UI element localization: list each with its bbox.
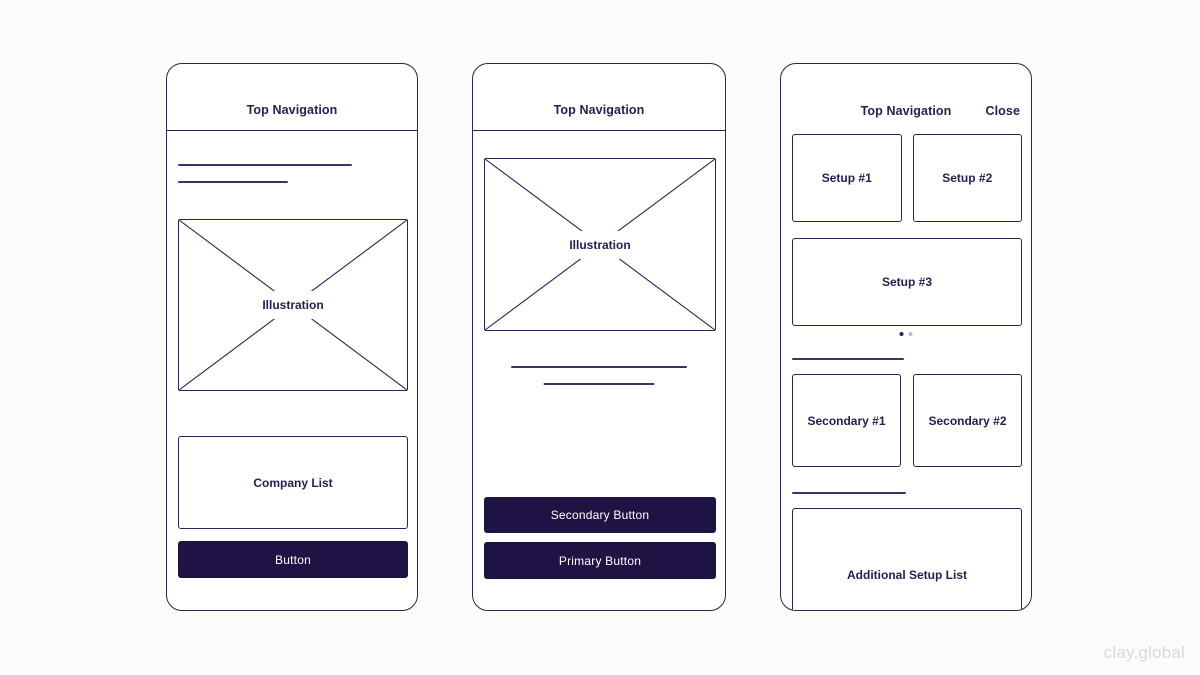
additional-setup-list-label: Additional Setup List	[847, 568, 967, 582]
setup-card-1-label: Setup #1	[821, 171, 872, 185]
text-placeholder-line	[511, 366, 687, 368]
phone-frame-middle: Top Navigation Illustration Secondary Bu…	[472, 63, 726, 611]
nav-title: Top Navigation	[860, 104, 952, 118]
company-list-label: Company List	[253, 475, 333, 490]
phone-frame-left: Top Navigation Illustration Company List…	[166, 63, 418, 611]
secondary-button[interactable]: Secondary Button	[484, 497, 716, 533]
text-placeholder-line	[178, 181, 288, 183]
carousel-dot-inactive[interactable]	[908, 332, 913, 336]
close-button[interactable]: Close	[985, 104, 1020, 118]
setup-card-3-label: Setup #3	[881, 275, 932, 289]
setup-card-2[interactable]: Setup #2	[912, 134, 1022, 222]
primary-button[interactable]: Primary Button	[484, 542, 716, 579]
phone-frame-right: Top Navigation Close Setup #1 Setup #2 S…	[780, 63, 1032, 611]
setup-card-3[interactable]: Setup #3	[792, 238, 1022, 326]
secondary-card-2-label: Secondary #2	[928, 413, 1007, 428]
nav-title: Top Navigation	[553, 103, 645, 117]
illustration-label: Illustration	[250, 291, 336, 319]
text-placeholder-line	[178, 164, 352, 166]
secondary-card-row: Secondary #1 Secondary #2	[792, 374, 1022, 467]
additional-setup-list-card[interactable]: Additional Setup List	[792, 508, 1022, 610]
secondary-card-1-label: Secondary #1	[807, 413, 886, 428]
secondary-card-2[interactable]: Secondary #2	[913, 374, 1022, 467]
text-placeholder-line	[543, 383, 655, 385]
nav-title: Top Navigation	[246, 103, 338, 117]
clay-global-watermark: clay.global	[1103, 643, 1185, 662]
top-navigation-bar: Top Navigation	[473, 64, 725, 131]
top-navigation-bar: Top Navigation	[167, 64, 417, 131]
setup-card-2-label: Setup #2	[942, 171, 993, 185]
setup-card-row: Setup #1 Setup #2	[792, 134, 1022, 222]
top-navigation-bar: Top Navigation Close	[781, 64, 1031, 131]
illustration-placeholder: Illustration	[484, 158, 716, 331]
section-title-placeholder-line	[792, 492, 906, 494]
illustration-placeholder: Illustration	[178, 219, 408, 391]
section-title-placeholder-line	[792, 358, 904, 360]
illustration-label: Illustration	[557, 230, 643, 259]
setup-card-1[interactable]: Setup #1	[792, 134, 902, 222]
carousel-pagination	[899, 332, 913, 336]
company-list-card[interactable]: Company List	[178, 436, 408, 529]
button[interactable]: Button	[178, 541, 408, 578]
carousel-dot-active[interactable]	[899, 332, 904, 336]
secondary-card-1[interactable]: Secondary #1	[792, 374, 901, 467]
